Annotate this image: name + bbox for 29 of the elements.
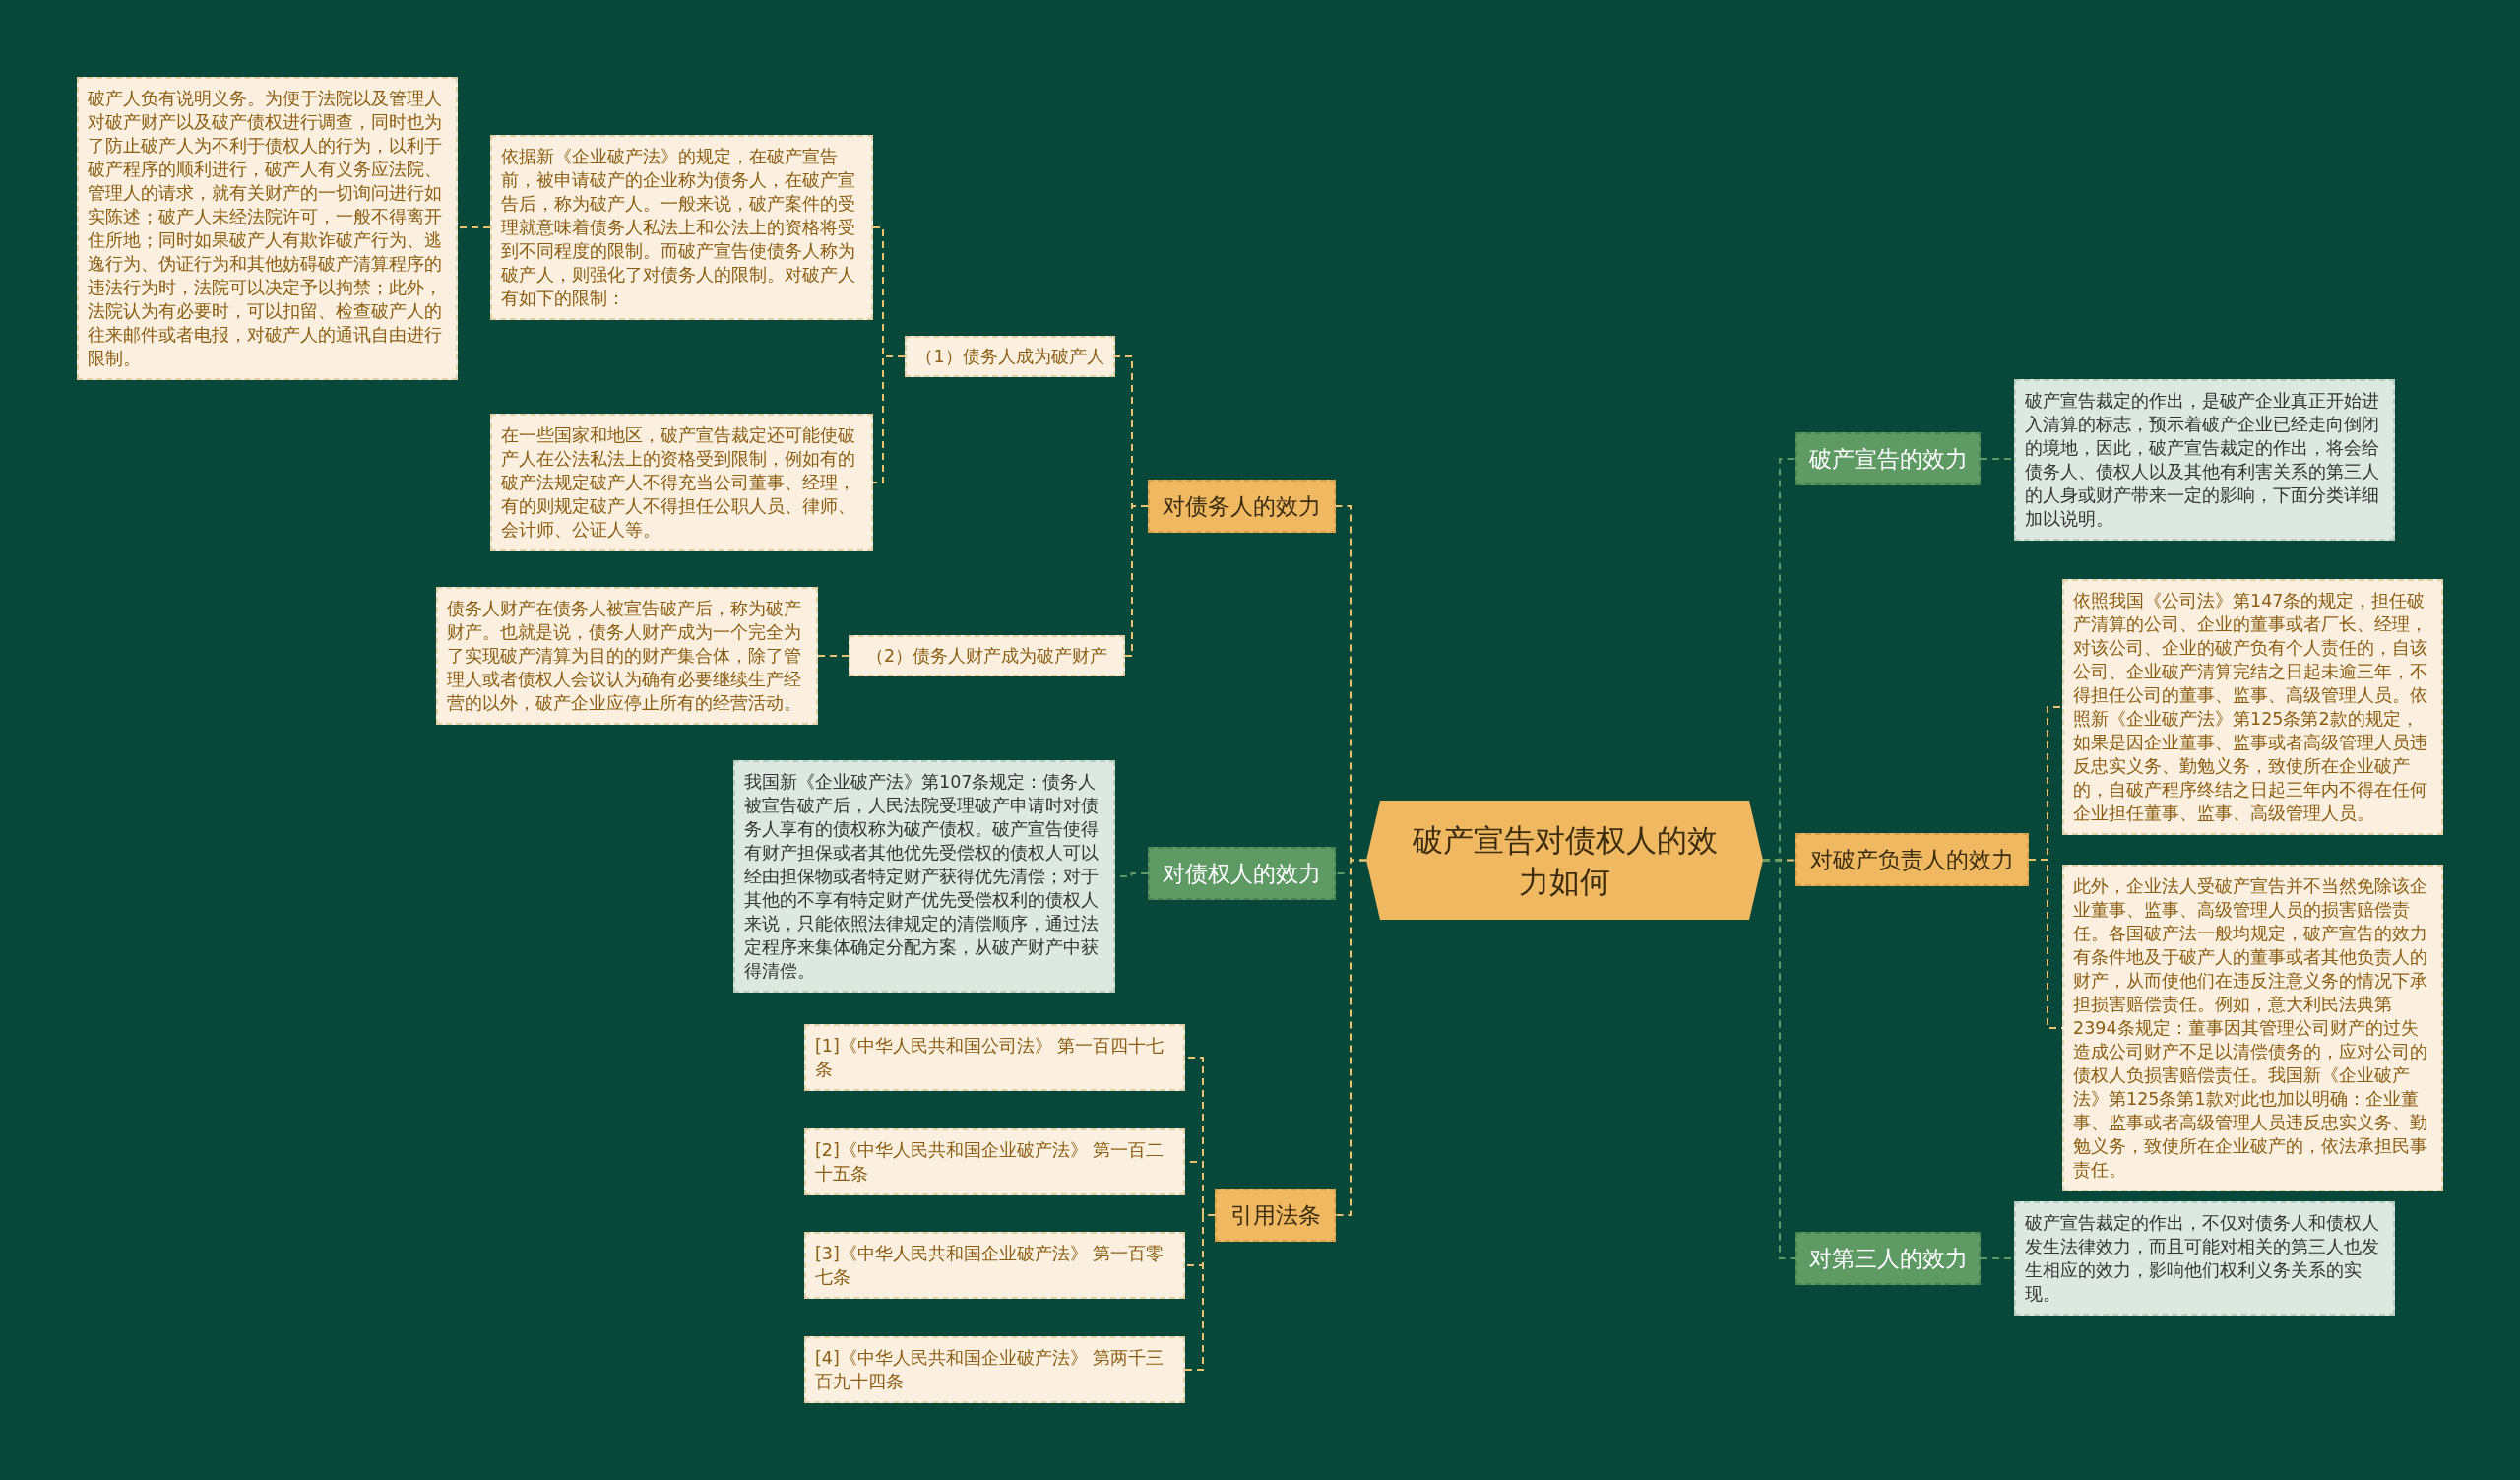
note-box: 我国新《企业破产法》第107条规定：债务人被宣告破产后，人民法院受理破产申请时对债务人享有的债权称为破产债权。破产宣告使得有财产担保或者其他优先受偿权的债权人可以经由担保物或者特定财产获得优先清偿；对于其他的不享有特定财产优先受偿权利的债权人来说，只能依照法律规定的清偿顺序，通过法定程序来集体确定分配方案，从破产财产中获得清偿。 bbox=[733, 760, 1115, 993]
topic-box: 对第三人的效力 bbox=[1796, 1232, 1981, 1285]
connector-line bbox=[1335, 859, 1367, 1216]
connector-line bbox=[817, 655, 850, 657]
note-box: 此外，企业法人受破产宣告并不当然免除该企业董事、监事、高级管理人员的损害赔偿责任。各国破产法一般均规定，破产宣告的效力有条件地及于破产人的董事或者其他负责人的财产，从而使他们在违反注意义务的情况下承担损害赔偿责任。例如，意大利民法典第2394条规定：董事因其管理公司财产的过失造成公司财产不足以清偿债务的，应对公司的债权人负损害赔偿责任。我国新《企业破产法》第125条第1款对此也加以明确：企业董事、监事或者高级管理人员违反忠实义务、勤勉义务，致使所在企业破产的，依法承担民事责任。 bbox=[2062, 865, 2443, 1191]
note-box: 破产人负有说明义务。为便于法院以及管理人对破产财产以及破产债权进行调查，同时也为了防止破产人为不利于债权人的行为，以利于破产程序的顺利进行，破产人有义务应法院、管理人的请求，就有关财产的一切询问进行如实陈述；破产人未经法院许可，一般不得离开住所地；同时如果破产人有欺诈破产行为、逃逸行为、伪证行为和其他妨碍破产清算程序的违法行为时，法院可以决定予以拘禁；此外，法院认为有必要时，可以扣留、检查破产人的往来邮件或者电报，对破产人的通讯自由进行限制。 bbox=[77, 77, 458, 380]
note-box: [4]《中华人民共和国企业破产法》 第两千三百九十四条 bbox=[804, 1336, 1185, 1403]
note-box: [2]《中华人民共和国企业破产法》 第一百二十五条 bbox=[804, 1128, 1185, 1195]
note-box: 在一些国家和地区，破产宣告裁定还可能使破产人在公法私法上的资格受到限制，例如有的破产法规定破产人不得充当公司董事、经理，有的则规定破产人不得担任公职人员、律师、会计师、公证人等。 bbox=[490, 414, 873, 551]
topic-box: 对破产负责人的效力 bbox=[1796, 833, 2029, 886]
note-box: 破产宣告裁定的作出，是破产企业真正开始进入清算的标志，预示着破产企业已经走向倒闭的境地，因此，破产宣告裁定的作出，将会给债务人、债权人以及其他有利害关系的第三人的人身或财产带来一定的影响，下面分类详细加以说明。 bbox=[2014, 379, 2395, 541]
connector-line bbox=[1762, 859, 1796, 1259]
connector-line bbox=[1124, 505, 1149, 657]
note-box: 破产宣告裁定的作出，不仅对债务人和债权人发生法律效力，而且可能对相关的第三人也发生相应的效力，影响他们权利义务关系的实现。 bbox=[2014, 1201, 2395, 1316]
note-box: 债务人财产在债务人被宣告破产后，称为破产财产。也就是说，债务人财产成为一个完全为了实现破产清算为目的的财产集合体，除了管理人或者债权人会议认为确有必要继续生产经营的以外，破产企业应停止所有的经营活动。 bbox=[436, 587, 818, 725]
topic-box: 引用法条 bbox=[1215, 1189, 1336, 1242]
topic-box: 对债务人的效力 bbox=[1148, 480, 1336, 533]
central-topic: 破产宣告对债权人的效力如何 bbox=[1366, 801, 1763, 920]
note-box: 依照我国《公司法》第147条的规定，担任破产清算的公司、企业的董事或者厂长、经理，对该公司、企业的破产负有个人责任的，自该公司、企业破产清算完结之日起未逾三年，不得担任公司的董事、监事、高级管理人员。依照新《企业破产法》第125条第2款的规定，如果是因企业董事、监事或者高级管理人员违反忠实义务、勤勉义务，致使所在企业破产的，自破产程序终结之日起三年内不得在任何企业担任董事、监事、高级管理人员。 bbox=[2062, 579, 2443, 835]
subtopic-box: （2）债务人财产成为破产财产 bbox=[849, 635, 1125, 676]
connector-line bbox=[872, 355, 906, 483]
connector-line bbox=[457, 226, 491, 228]
note-box: [1]《中华人民共和国公司法》 第一百四十七条 bbox=[804, 1024, 1185, 1091]
connector-line bbox=[1184, 1214, 1216, 1371]
note-box: 依据新《企业破产法》的规定，在破产宣告前，被申请破产的企业称为债务人，在破产宣告后，称为破产人。一般来说，破产案件的受理就意味着债务人私法上和公法上的资格将受到不同程度的限制。而破产宣告使债务人称为破产人，则强化了对债务人的限制。对破产人有如下的限制： bbox=[490, 135, 873, 320]
topic-box: 对债权人的效力 bbox=[1148, 847, 1336, 900]
note-box: [3]《中华人民共和国企业破产法》 第一百零七条 bbox=[804, 1232, 1185, 1299]
topic-box: 破产宣告的效力 bbox=[1796, 432, 1981, 485]
subtopic-box: （1）债务人成为破产人 bbox=[905, 336, 1115, 377]
